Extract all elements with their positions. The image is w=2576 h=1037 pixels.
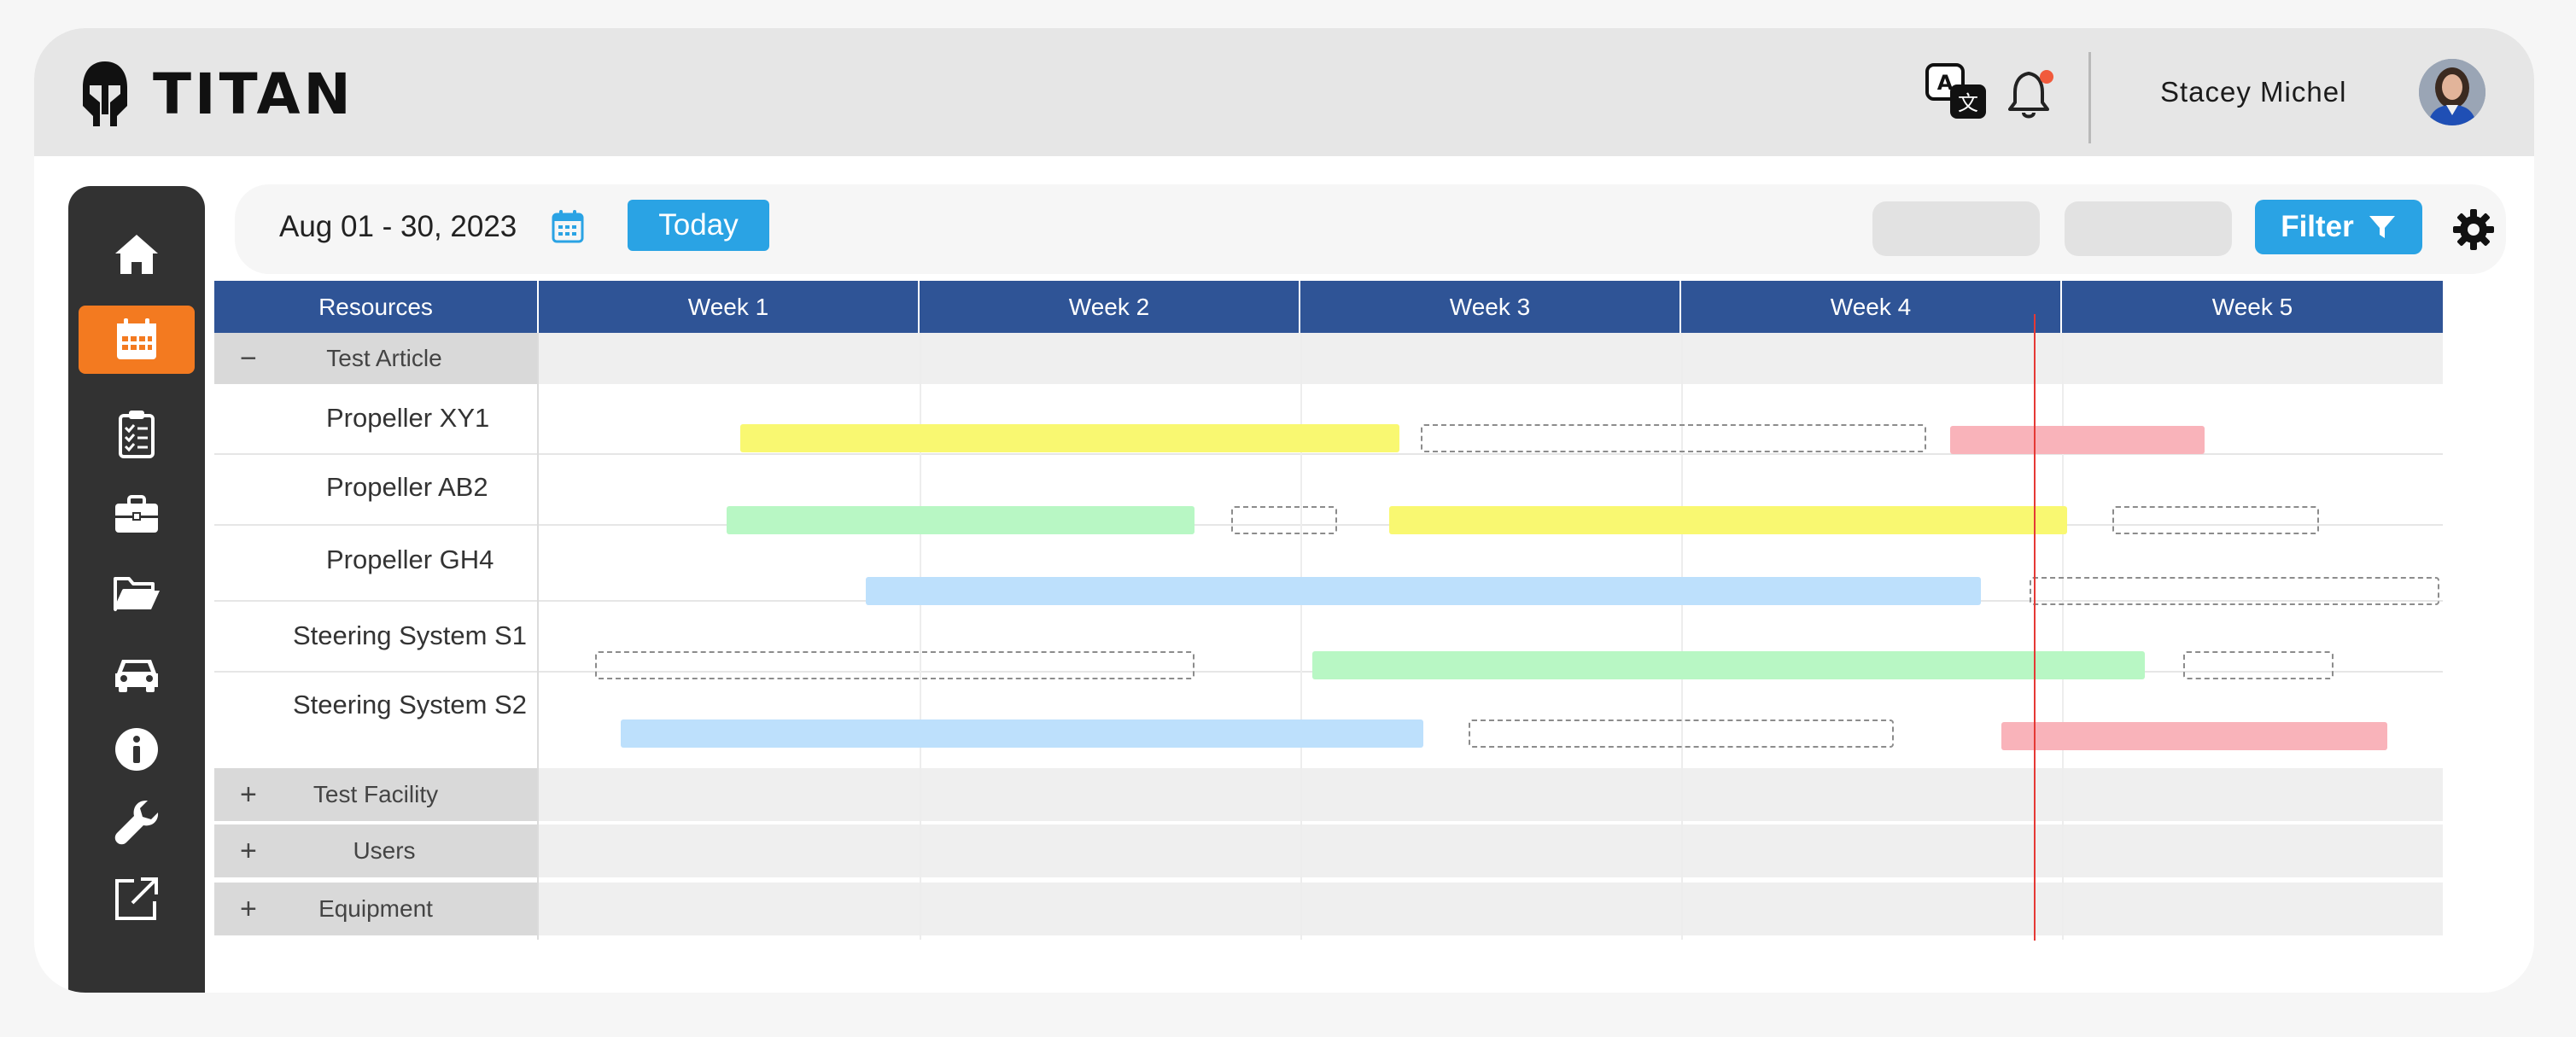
notification-bell-icon[interactable]: [2008, 67, 2056, 119]
clipboard-checklist-icon: [119, 411, 155, 458]
resource-label[interactable]: Steering System S2: [293, 690, 527, 719]
group-cell[interactable]: + Users: [214, 824, 537, 877]
week-header-1[interactable]: Week 1: [539, 281, 920, 333]
resource-label[interactable]: Propeller GH4: [326, 545, 494, 574]
group-row-test-facility: + Test Facility: [214, 768, 2443, 821]
expand-toggle-icon[interactable]: +: [240, 892, 257, 925]
today-button[interactable]: Today: [628, 200, 769, 251]
nav-tasks[interactable]: [79, 399, 195, 468]
booking-bar-tentative[interactable]: [595, 651, 1195, 679]
gantt-chart: Resources Week 1 Week 2 Week 3 Week 4 We…: [214, 281, 2443, 940]
week-gridline: [920, 333, 921, 940]
resource-row-propeller-ab2: Propeller AB2: [214, 455, 2443, 524]
booking-bar-tentative[interactable]: [1469, 719, 1894, 748]
booking-bar-tentative[interactable]: [2030, 577, 2439, 605]
resources-column-header[interactable]: Resources: [214, 281, 539, 333]
booking-bar-tentative[interactable]: [2112, 506, 2319, 534]
booking-bar-blue[interactable]: [621, 719, 1423, 748]
nav-home[interactable]: [79, 220, 195, 288]
booking-bar-yellow[interactable]: [740, 424, 1399, 452]
svg-text:文: 文: [1958, 91, 1978, 115]
week-header-2[interactable]: Week 2: [920, 281, 1300, 333]
car-icon: [115, 660, 158, 692]
booking-bar-green[interactable]: [727, 506, 1195, 534]
booking-bar-tentative[interactable]: [1231, 506, 1337, 534]
group-cell[interactable]: + Test Facility: [214, 768, 537, 821]
resource-label[interactable]: Steering System S1: [293, 620, 527, 650]
resource-label[interactable]: Propeller XY1: [326, 403, 490, 433]
booking-bar-blue[interactable]: [866, 577, 1981, 605]
svg-text:A: A: [1937, 71, 1954, 95]
nav-calendar[interactable]: [79, 306, 195, 374]
nav-info[interactable]: [79, 715, 195, 784]
group-row-test-article: − Test Article: [214, 333, 2443, 384]
group-cell[interactable]: − Test Article: [214, 333, 537, 384]
filter-button-label: Filter: [2281, 210, 2354, 243]
resource-label[interactable]: Propeller AB2: [326, 472, 488, 502]
booking-bar-tentative[interactable]: [2183, 651, 2334, 679]
header-divider: [2088, 52, 2091, 143]
collapse-toggle-icon[interactable]: −: [240, 341, 257, 375]
booking-bar-yellow[interactable]: [1389, 506, 2067, 534]
current-date-marker: [2034, 314, 2036, 941]
nav-folder[interactable]: [79, 559, 195, 627]
week-gridline: [2062, 333, 2064, 940]
calendar-icon: [117, 318, 156, 359]
group-label: Test Article: [326, 345, 442, 371]
row-divider: [214, 453, 2443, 455]
top-header: TITAN A 文 Stacey Michel: [34, 28, 2534, 156]
week-header-3[interactable]: Week 3: [1300, 281, 1681, 333]
booking-bar-red[interactable]: [2001, 722, 2387, 750]
nav-external[interactable]: [79, 865, 195, 933]
translate-icon[interactable]: A 文: [1925, 62, 1989, 122]
week-header-5[interactable]: Week 5: [2211, 293, 2293, 320]
booking-bar-red[interactable]: [1950, 426, 2205, 454]
wrench-icon: [114, 801, 159, 845]
brand-logo[interactable]: TITAN: [81, 60, 354, 128]
booking-bar-tentative[interactable]: [1421, 424, 1926, 452]
gantt-header-row: Resources Week 1 Week 2 Week 3 Week 4 We…: [214, 281, 2443, 333]
expand-toggle-icon[interactable]: +: [240, 834, 257, 867]
date-range-label[interactable]: Aug 01 - 30, 2023: [279, 210, 517, 243]
resources-column-divider: [537, 333, 539, 940]
external-link-icon: [115, 877, 158, 920]
nav-briefcase[interactable]: [79, 481, 195, 549]
group-label: Equipment: [318, 895, 433, 922]
week-gridline: [1681, 333, 1683, 940]
settings-gear-icon[interactable]: [2452, 208, 2495, 251]
briefcase-icon: [115, 495, 158, 533]
date-picker-icon[interactable]: [551, 208, 585, 244]
folder-open-icon: [114, 577, 160, 611]
booking-bar-green[interactable]: [1312, 651, 2145, 679]
user-name[interactable]: Stacey Michel: [2160, 76, 2347, 108]
filter-chip-placeholder-1[interactable]: [1872, 201, 2040, 256]
row-divider: [214, 524, 2443, 526]
sidebar: [68, 186, 205, 993]
home-icon: [115, 235, 158, 274]
filter-button[interactable]: Filter: [2255, 200, 2422, 254]
group-label: Test Facility: [313, 781, 439, 807]
funnel-icon: [2369, 216, 2395, 238]
week-gridline: [1300, 333, 1302, 940]
filter-chip-placeholder-2[interactable]: [2065, 201, 2232, 256]
group-row-users: + Users: [214, 824, 2443, 877]
spartan-helmet-icon: [83, 61, 127, 126]
info-icon: [115, 728, 158, 771]
group-cell[interactable]: + Equipment: [214, 883, 537, 935]
nav-tools[interactable]: [79, 788, 195, 856]
toolbar: Aug 01 - 30, 2023 Today Filter: [235, 184, 2506, 274]
user-avatar[interactable]: [2419, 59, 2485, 125]
avatar-portrait-icon: [2419, 59, 2485, 125]
group-label: Users: [353, 837, 416, 864]
week-header-4[interactable]: Week 4: [1681, 281, 2062, 333]
nav-vehicle[interactable]: [79, 638, 195, 707]
expand-toggle-icon[interactable]: +: [240, 778, 257, 811]
group-row-equipment: + Equipment: [214, 883, 2443, 935]
brand-name: TITAN: [153, 61, 354, 127]
